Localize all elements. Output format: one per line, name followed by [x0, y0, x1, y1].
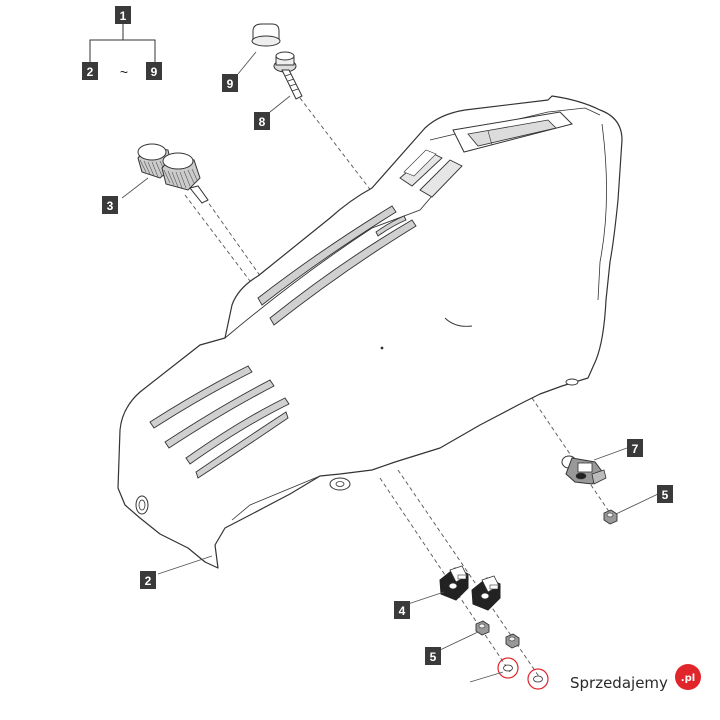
leader-4: [407, 591, 445, 605]
washer-2: [533, 675, 543, 683]
callout-box-8: [254, 112, 270, 130]
mount-hole-bottom: [329, 477, 351, 491]
callout-box-3: [102, 196, 118, 214]
leader-2: [157, 555, 213, 575]
clip-left: [439, 565, 469, 601]
clip-pair-part: [439, 565, 501, 611]
callout-clip-pair: 4: [399, 604, 406, 618]
mount-hole-right: [565, 378, 579, 386]
clip-right: [471, 575, 501, 611]
cap-part: [251, 23, 281, 47]
leader-3: [121, 177, 149, 199]
callout-box-range-end: [146, 62, 162, 80]
watermark-badge: [675, 664, 701, 690]
washer-highlight-2: [527, 668, 549, 690]
cover-side-edge: [597, 123, 607, 301]
cover-notch: [444, 317, 473, 327]
bracket-line: [89, 39, 156, 62]
cover-outline: [117, 95, 623, 569]
callout-box-9: [222, 74, 238, 92]
callout-cap: 9: [227, 77, 234, 91]
washer-highlight-1: [497, 657, 519, 679]
leader-7: [593, 447, 628, 461]
leader-lines: [121, 51, 659, 683]
watermark-badge-text: .pl: [681, 673, 695, 684]
leader-8: [269, 95, 291, 113]
callout-nut-right: 5: [662, 488, 669, 502]
leader-9: [237, 51, 257, 75]
sensor-part: [561, 455, 607, 485]
leader-5-washer: [469, 671, 504, 683]
callout-box-range-start: [82, 62, 98, 80]
washer-1: [503, 664, 513, 672]
range-start-label: 2: [87, 65, 94, 79]
watermark-name: Sprzedajemy: [570, 674, 668, 692]
cover-hood: [117, 95, 623, 569]
assembly-header: 1 2 ~ 9: [82, 6, 162, 80]
range-end-label: 9: [151, 65, 158, 79]
bolt-guide-line: [299, 97, 383, 206]
range-separator: ~: [120, 64, 128, 80]
cover-lip: [231, 475, 321, 521]
knobs-part: [137, 143, 209, 204]
top-vent: [452, 111, 573, 153]
clip-guide-line-1: [379, 477, 511, 673]
upper-slots: [257, 205, 417, 326]
lower-slots: [149, 365, 290, 479]
callout-box-1: [115, 6, 131, 24]
callout-box-7: [627, 439, 643, 457]
callouts: 9 8 3 2 4 5 5 7: [102, 74, 673, 665]
callout-knobs: 3: [107, 199, 114, 213]
callout-box-5-bottom: [425, 647, 441, 665]
callout-bolt: 8: [259, 115, 266, 129]
washers-highlighted: [497, 657, 549, 690]
callout-box-4: [394, 601, 410, 619]
callout-hood: 2: [145, 574, 152, 588]
knob-front: [161, 152, 209, 204]
side-vents: [399, 149, 463, 198]
cover-dimple: [380, 346, 384, 350]
watermark: Sprzedajemy .pl: [570, 664, 701, 692]
assembly-label: 1: [120, 9, 127, 23]
leader-5-bottom: [439, 631, 479, 651]
nut-bottom-part: [475, 620, 520, 649]
mount-hole-left: [135, 495, 149, 515]
callout-sensor: 7: [632, 442, 639, 456]
leader-5-right: [615, 493, 659, 515]
callout-nut-bottom: 5: [430, 650, 437, 664]
bolt-part: [273, 51, 303, 100]
callout-box-2: [140, 571, 156, 589]
callout-box-5-right: [657, 485, 673, 503]
nut-right-part: [603, 509, 618, 525]
clip-guide-line-2: [397, 469, 541, 679]
cover-ridge: [224, 195, 433, 339]
